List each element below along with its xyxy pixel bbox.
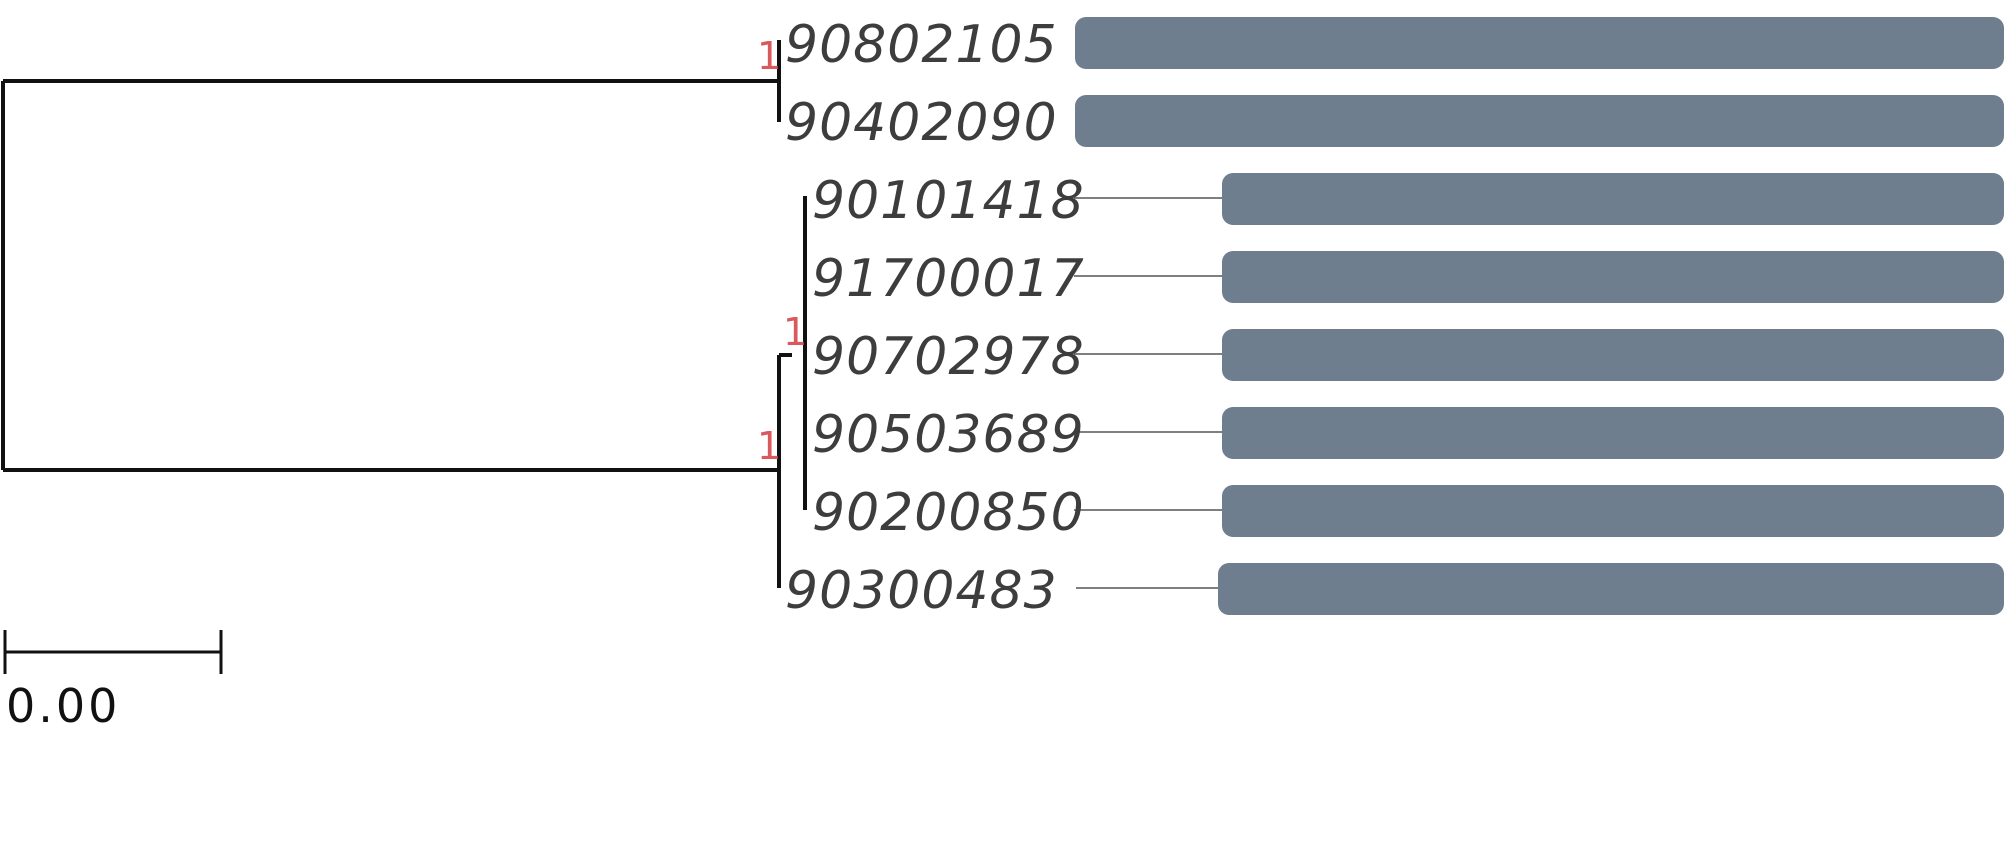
leaf-label: 90200850: [812, 483, 1085, 543]
leaf-bar: [1075, 17, 2004, 69]
leaf-bar: [1222, 173, 2004, 225]
leaf-label: 90702978: [812, 327, 1085, 387]
support-value-clade-b: 1: [757, 424, 781, 468]
tree-branches: [1, 40, 807, 588]
leaf-bar: [1222, 485, 2004, 537]
leaf-bar: [1218, 563, 2004, 615]
leaf-label: 90802105: [785, 15, 1058, 75]
leaf-bar: [1222, 329, 2004, 381]
scale-bar-label: 0.00: [6, 679, 120, 733]
leaf-bar: [1075, 95, 2004, 147]
leaf-label: 90101418: [812, 171, 1085, 231]
leaf-bar: [1222, 251, 2004, 303]
support-value-subclade-b1: 1: [783, 310, 807, 354]
leaf-label: 90503689: [812, 405, 1085, 465]
leaf-label: 90402090: [785, 93, 1058, 153]
leaf-bar: [1222, 407, 2004, 459]
leaf-bars: [1075, 17, 2004, 615]
leaf-label: 90300483: [785, 561, 1058, 621]
support-values: 1 1 1: [757, 34, 807, 468]
leaf-labels: 90802105 90402090 90101418 91700017 9070…: [785, 15, 1085, 621]
support-value-clade-a: 1: [757, 34, 781, 78]
scale-bar: [3, 630, 223, 674]
leaf-label: 91700017: [812, 249, 1085, 309]
leaf-connectors: [1074, 197, 1224, 589]
